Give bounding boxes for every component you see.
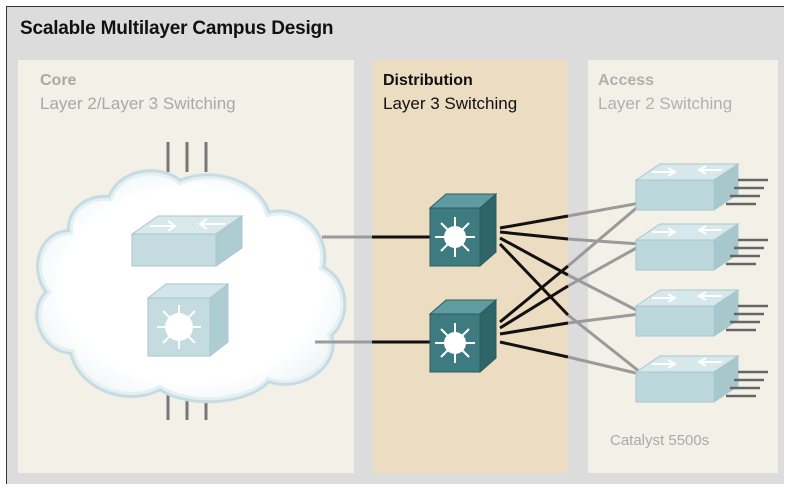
core-subtitle: Layer 2/Layer 3 Switching <box>40 94 236 113</box>
access-switch-3 <box>634 289 768 337</box>
distribution-switch-1 <box>428 192 498 268</box>
access-subtitle: Layer 2 Switching <box>598 94 733 113</box>
core-layer2-switch <box>130 215 244 267</box>
distribution-switch-2 <box>428 298 498 374</box>
core-layer3-switch <box>146 282 230 358</box>
core-top-stubs <box>166 142 208 172</box>
distribution-subtitle: Layer 3 Switching <box>383 94 518 113</box>
core-heading: Core <box>40 72 77 89</box>
core-distribution-links <box>315 235 430 344</box>
diagram-title: Scalable Multilayer Campus Design <box>20 18 334 39</box>
access-switch-1 <box>634 163 768 211</box>
distribution-access-links <box>498 201 641 376</box>
distribution-heading: Distribution <box>383 72 473 89</box>
access-switch-2 <box>634 223 768 271</box>
access-footer-label: Catalyst 5500s <box>610 432 710 449</box>
access-heading: Access <box>598 72 655 89</box>
access-switch-4 <box>634 355 768 403</box>
